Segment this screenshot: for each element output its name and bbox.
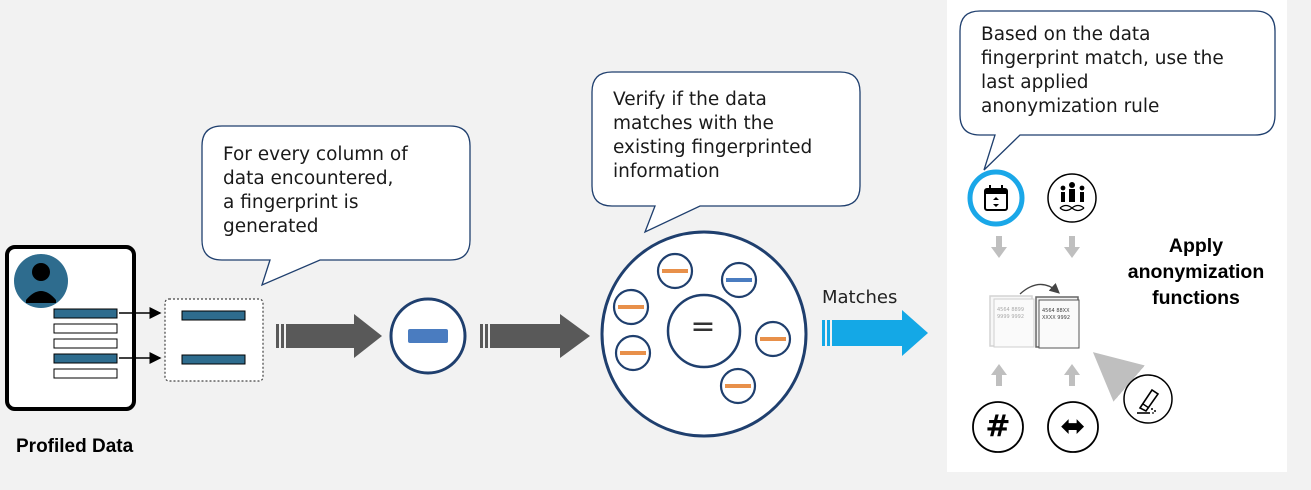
gray-arrow [276, 314, 382, 358]
callout-fingerprint-text: For every column of data encountered, a … [223, 144, 408, 237]
gray-down-arrow [991, 236, 1080, 258]
data-row [53, 368, 118, 379]
fingerprint-store [600, 230, 808, 438]
calendar-icon [967, 169, 1025, 227]
user-avatar [14, 254, 68, 308]
callout-verify-bubble [591, 71, 861, 234]
card-front-line-1: 4564 88XX [1042, 308, 1070, 314]
profiled-data-label: Profiled Data [16, 436, 134, 457]
transform-curve-arrow [1019, 282, 1060, 295]
card-back-line-2: 9999 9992 [997, 314, 1024, 320]
anonymized-card: 4564 8899 9999 9992 4564 88XX XXXX 9992 [989, 282, 1080, 349]
extracted-columns-box [164, 298, 264, 382]
hash-glyph: # [985, 409, 1011, 444]
central-compare-circle [666, 293, 742, 369]
equals-symbol: = [690, 309, 716, 344]
card-front-line-2: XXXX 9992 [1042, 315, 1070, 321]
profiled-data-document [5, 245, 136, 411]
hash-icon [972, 401, 1024, 453]
callout-fingerprint-bubble [201, 125, 471, 287]
eraser-icon [1123, 374, 1173, 424]
callout-based-on-text: Based on the data fingerprint match, use… [981, 24, 1224, 117]
data-row [53, 308, 118, 319]
matches-arrow [822, 310, 928, 356]
matches-label: Matches [822, 287, 898, 308]
card-back-line-1: 4564 8899 [997, 307, 1024, 313]
gray-up-arrow [991, 364, 1080, 386]
people-dna-icon [1047, 173, 1097, 223]
apply-anonymization-label: Apply anonymization functions [1127, 235, 1265, 309]
swap-icon [1047, 401, 1099, 453]
data-row [53, 353, 118, 364]
gray-diagonal-arrow [1092, 352, 1145, 402]
gray-arrow [480, 314, 590, 358]
data-row [53, 323, 118, 334]
callout-verify-text: Verify if the data matches with the exis… [613, 89, 813, 182]
swap-glyph: ⬌ [1060, 409, 1086, 444]
fingerprint-circle [389, 297, 467, 375]
data-row [53, 338, 118, 349]
callout-based-on-bubble [959, 10, 1276, 171]
